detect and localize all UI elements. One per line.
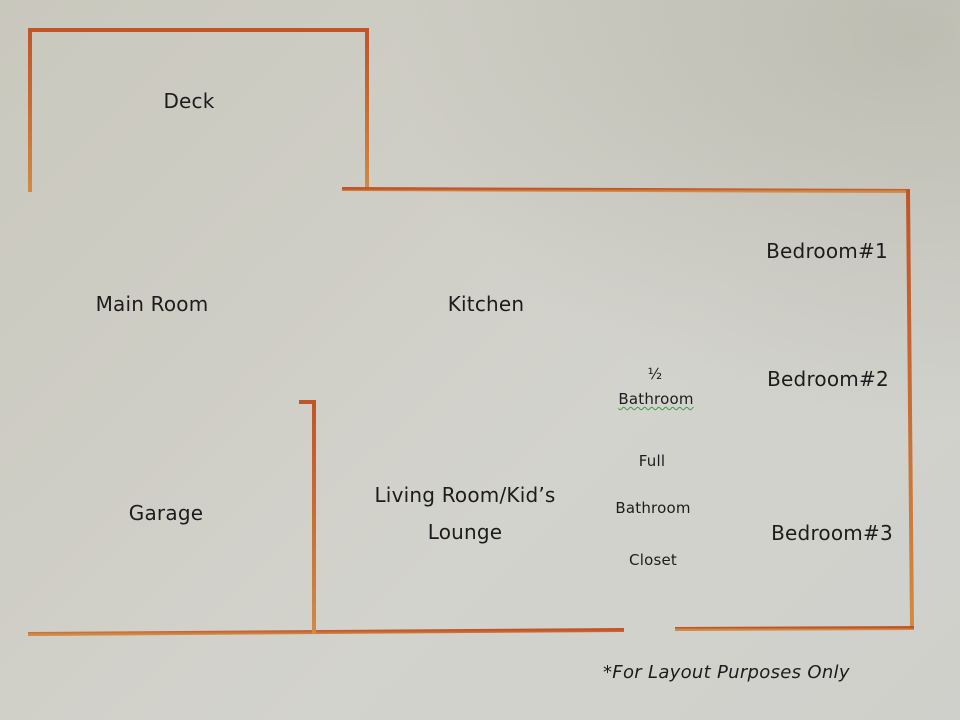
room-label-half-bath: Bathroom: [618, 390, 694, 408]
room-label-half-bath-fraction: ½: [647, 365, 663, 383]
room-label-kitchen: Kitchen: [447, 292, 525, 316]
wall-garage-right: [299, 400, 316, 634]
room-label-garage: Garage: [128, 501, 204, 525]
wall-deck-outline: [28, 28, 369, 192]
room-label-main-room: Main Room: [95, 292, 209, 316]
room-label-full-bath-bottom: Bathroom: [615, 499, 691, 517]
footnote: *For Layout Purposes Only: [603, 662, 850, 683]
wall-bottom-right: [674, 625, 915, 632]
wall-main-top-right: [341, 186, 911, 194]
wall-right-exterior: [905, 188, 915, 631]
room-label-living-room: Living Room/Kid’s Lounge: [374, 483, 556, 544]
room-label-bedroom1: Bedroom#1: [766, 239, 888, 263]
room-label-bedroom2: Bedroom#2: [767, 367, 889, 391]
room-label-bedroom3: Bedroom#3: [771, 521, 893, 545]
room-label-closet: Closet: [629, 551, 677, 569]
wall-bottom-left: [27, 627, 625, 637]
room-label-full-bath-top: Full: [638, 452, 666, 470]
room-label-deck: Deck: [163, 89, 215, 113]
